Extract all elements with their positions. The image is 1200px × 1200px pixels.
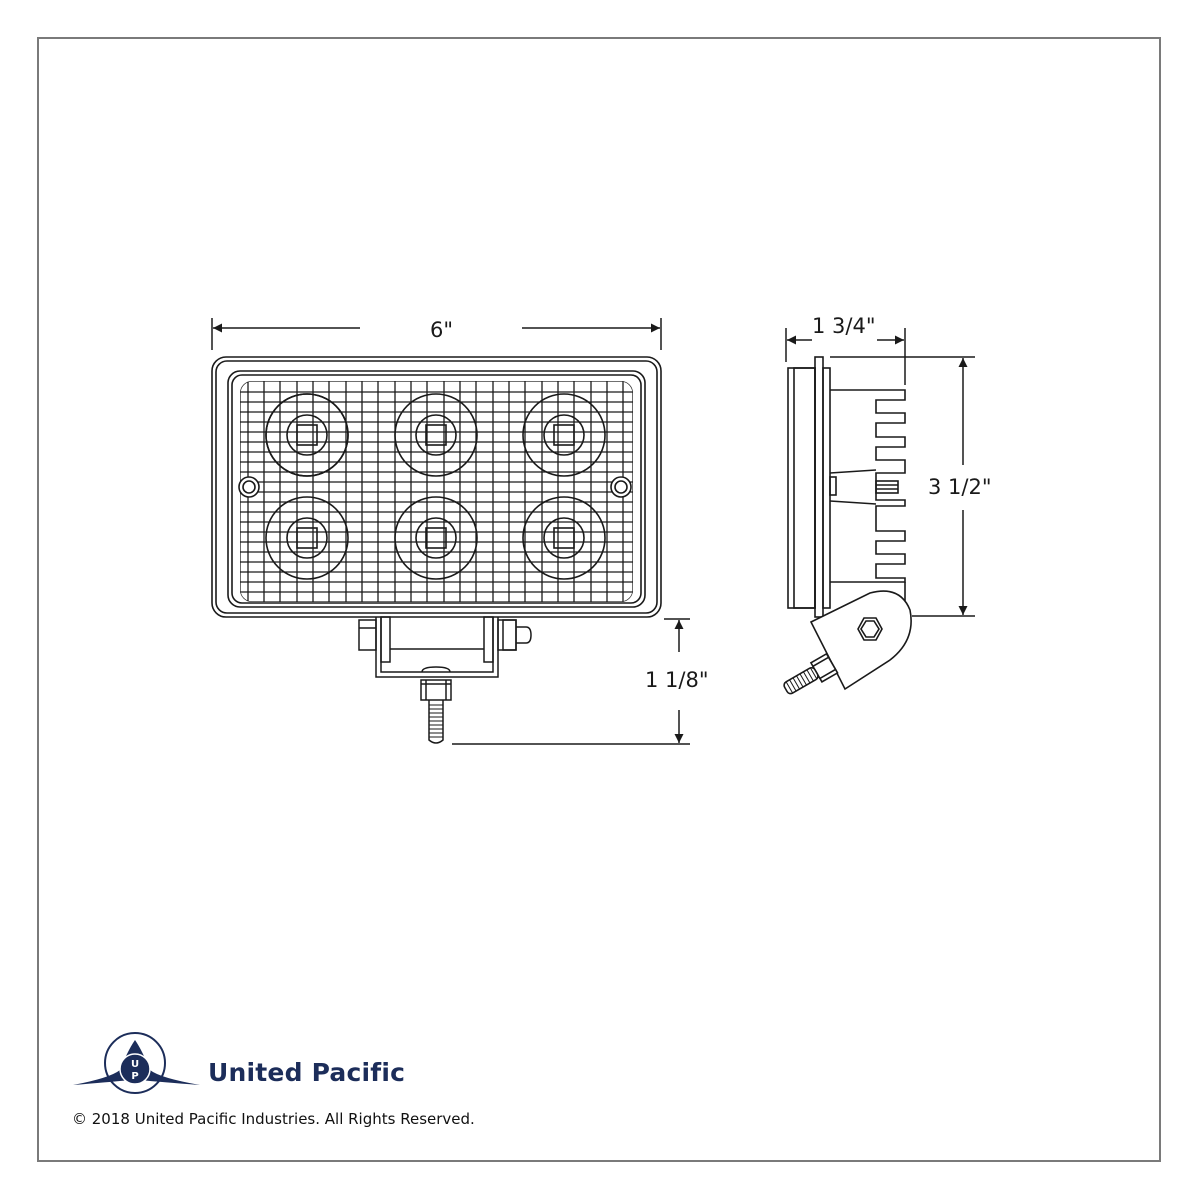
svg-text:P: P: [131, 1071, 138, 1082]
housing-flange: [814, 356, 824, 618]
front-bracket: [358, 616, 532, 744]
svg-text:U: U: [131, 1059, 139, 1070]
led-6: [522, 496, 606, 580]
lens-flange: [787, 367, 816, 609]
dimension-bracket-drop: [452, 618, 690, 745]
dimension-height: [830, 356, 975, 617]
led-1: [265, 393, 349, 477]
housing-inner-edge: [215, 360, 658, 614]
page-border: [37, 37, 1161, 1162]
bracket-drop-label: 1 1/8": [645, 668, 709, 692]
heat-sink-body: [830, 389, 906, 583]
side-view: [783, 356, 912, 695]
bezel-inner: [231, 374, 642, 604]
height-label: 3 1/2": [928, 475, 992, 499]
company-name: United Pacific: [208, 1058, 406, 1087]
copyright-notice: © 2018 United Pacific Industries. All Ri…: [72, 1110, 475, 1128]
led-5: [394, 496, 478, 580]
mounting-holes: [238, 476, 632, 498]
led-array: [265, 393, 606, 580]
lens-grid: [240, 381, 633, 602]
bezel-outer: [227, 370, 646, 608]
united-pacific-logo-icon: U P: [73, 1032, 200, 1094]
width-label: 6": [430, 318, 454, 342]
led-3: [522, 393, 606, 477]
housing-outer: [211, 356, 662, 618]
led-4: [265, 496, 349, 580]
dimension-width: [211, 318, 662, 350]
depth-label: 1 3/4": [812, 314, 876, 338]
side-bracket: [783, 590, 912, 695]
led-2: [394, 393, 478, 477]
front-view: [211, 356, 662, 744]
